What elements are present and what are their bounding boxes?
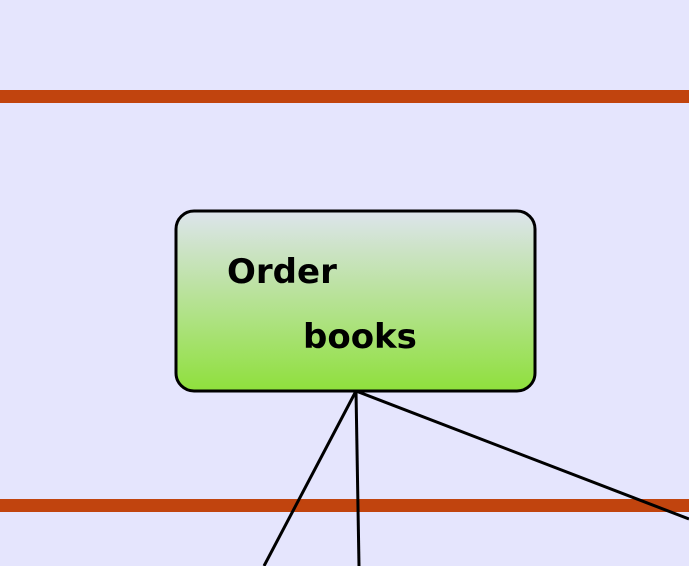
swimlane-divider-top (0, 90, 689, 103)
connector-line-left (262, 390, 358, 566)
swimlane-divider-bottom (0, 499, 689, 512)
activity-box[interactable] (174, 209, 537, 393)
connectors (262, 389, 689, 566)
connector-line-right (355, 389, 689, 521)
activity-label-line-1: Order (227, 252, 337, 292)
activity-node-order-books[interactable]: Order books (174, 209, 537, 393)
connector-line-center (354, 390, 361, 566)
activity-label-line-2: books (303, 317, 417, 357)
